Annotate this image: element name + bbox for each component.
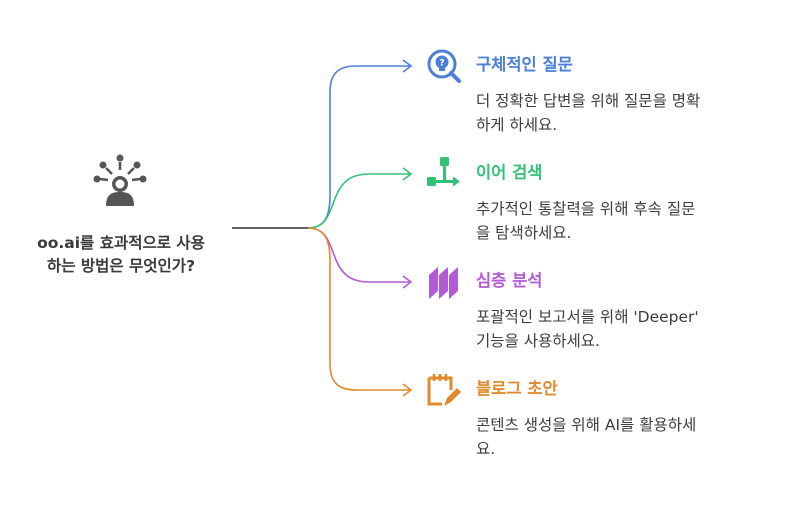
branch-arrow-4 — [402, 383, 413, 397]
branch-desc-line: 을 탐색하세요. — [476, 224, 572, 242]
branch-line-2 — [307, 173, 410, 229]
layered-documents-icon — [429, 267, 458, 299]
central-topic: oo.ai를 효과적으로 사용 하는 방법은 무엇인가? — [10, 232, 232, 278]
branch-desc-line: 요. — [476, 440, 496, 458]
branch-desc-line: 더 정확한 답변을 위해 질문을 명확 — [476, 92, 701, 110]
branch-title-blog-draft: 블로그 초안 — [476, 379, 558, 398]
flowchart-icon — [427, 157, 460, 187]
question-bulb-icon: ? — [427, 49, 461, 83]
central-title-line-2: 하는 방법은 무엇인가? — [46, 257, 196, 275]
branch-desc-line: 하게 하세요. — [476, 116, 558, 134]
branch-title-specific-questions: 구체적인 질문 — [476, 55, 573, 74]
branch-desc-deep-analysis: 포괄적인 보고서를 위해 'Deeper' 기능을 사용하세요. — [476, 305, 776, 353]
branch-desc-line: 추가적인 통찰력을 위해 후속 질문 — [476, 200, 696, 218]
branch-desc-line: 기능을 사용하세요. — [476, 332, 600, 350]
branch-arrow-3 — [402, 275, 413, 289]
branch-arrow-1 — [402, 59, 413, 73]
branch-desc-specific-questions: 더 정확한 답변을 위해 질문을 명확 하게 하세요. — [476, 89, 776, 137]
central-title-line-1: oo.ai를 효과적으로 사용 — [37, 234, 205, 252]
svg-text:?: ? — [439, 59, 444, 69]
branch-desc-line: 콘텐츠 생성을 위해 AI를 활용하세 — [476, 416, 697, 434]
branch-line-3 — [307, 227, 410, 283]
branch-title-deep-analysis: 심층 분석 — [476, 271, 543, 290]
person-network-icon — [93, 154, 147, 206]
branch-line-1 — [307, 65, 410, 229]
notepad-pen-icon — [427, 374, 461, 406]
branch-arrow-2 — [402, 167, 413, 181]
branch-desc-follow-up-search: 추가적인 통찰력을 위해 후속 질문 을 탐색하세요. — [476, 197, 776, 245]
branch-title-follow-up-search: 이어 검색 — [476, 163, 543, 182]
branch-line-4 — [307, 227, 410, 391]
branch-desc-line: 포괄적인 보고서를 위해 'Deeper' — [476, 308, 699, 326]
branch-desc-blog-draft: 콘텐츠 생성을 위해 AI를 활용하세 요. — [476, 413, 776, 461]
